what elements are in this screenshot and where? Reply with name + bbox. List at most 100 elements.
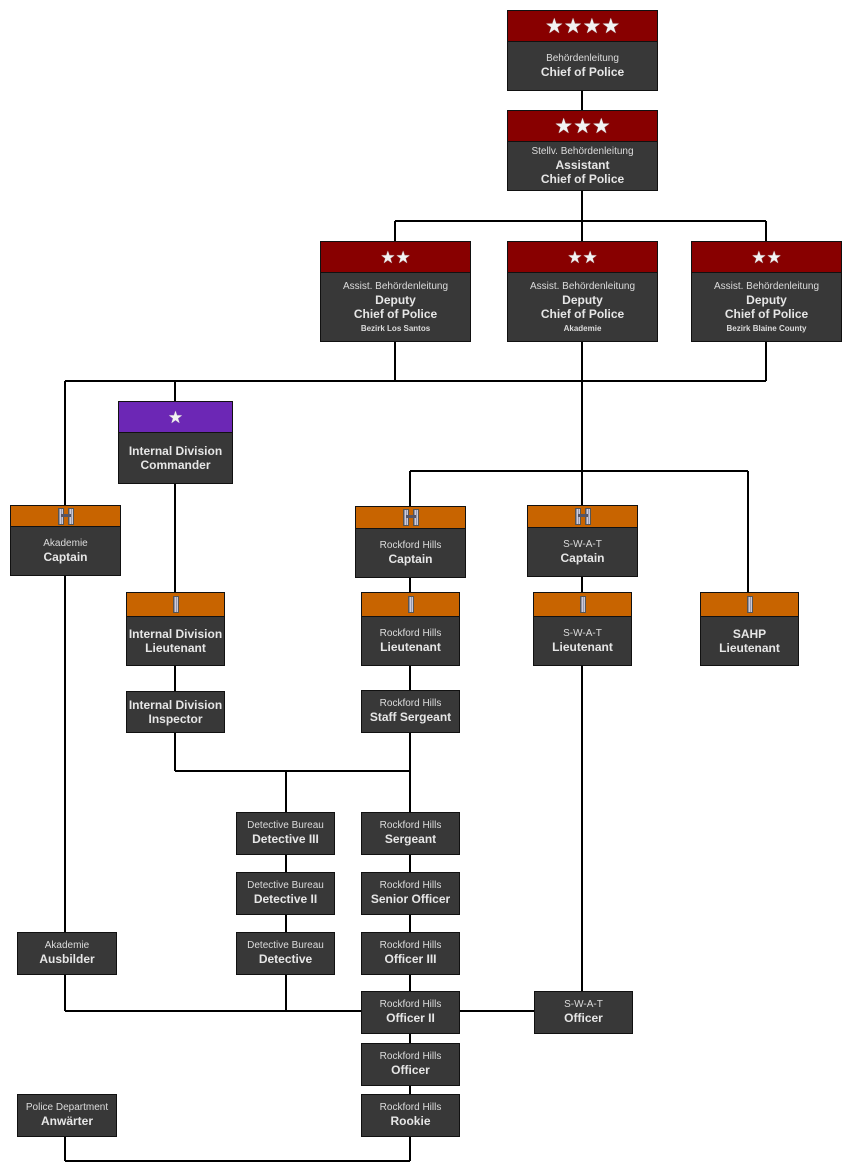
insignia-header bbox=[534, 593, 631, 617]
unit-label: Akademie bbox=[43, 537, 88, 549]
rank-title: Officer II bbox=[386, 1011, 435, 1026]
district-note: Bezirk Blaine County bbox=[726, 323, 807, 333]
star-icon: ★ bbox=[380, 247, 396, 267]
star-icon: ★ bbox=[167, 407, 184, 427]
captain-bars-icon bbox=[574, 508, 591, 525]
rank-title: Detective II bbox=[253, 892, 318, 907]
rank-title: Chief of Police bbox=[540, 307, 625, 322]
rank-title: Rookie bbox=[390, 1114, 431, 1129]
rank-title: Captain bbox=[388, 551, 433, 566]
district-note: Bezirk Los Santos bbox=[360, 323, 431, 333]
rank-title: Officer bbox=[564, 1011, 603, 1026]
lieutenant-bar-icon bbox=[172, 596, 179, 613]
insignia-header: ★ bbox=[119, 402, 232, 433]
captain-bars-icon bbox=[402, 509, 419, 526]
unit-label: Rockford Hills bbox=[379, 627, 442, 639]
unit-label: Rockford Hills bbox=[379, 940, 442, 952]
unit-label: Detective Bureau bbox=[247, 820, 324, 832]
unit-label: Behördenleitung bbox=[546, 52, 619, 64]
rank-title: Internal Division bbox=[128, 443, 223, 458]
star-icon: ★ bbox=[582, 247, 598, 267]
rank-title: Ausbilder bbox=[39, 952, 95, 967]
unit-label: Rockford Hills bbox=[379, 880, 442, 892]
insignia-header bbox=[11, 506, 120, 527]
rank-title: Senior Officer bbox=[370, 892, 451, 907]
insignia-header: ★★ bbox=[692, 242, 841, 273]
unit-label: Rockford Hills bbox=[379, 698, 442, 710]
star-icon: ★ bbox=[582, 14, 602, 38]
insignia-header bbox=[701, 593, 798, 617]
unit-label: Assist. Behördenleitung bbox=[342, 280, 449, 292]
insignia-header: ★★ bbox=[321, 242, 470, 273]
insignia-header: ★★ bbox=[508, 242, 657, 273]
rank-title: Internal Division bbox=[128, 626, 223, 641]
star-icon: ★ bbox=[563, 14, 583, 38]
star-icon: ★ bbox=[751, 247, 767, 267]
insignia-header bbox=[528, 506, 637, 528]
rank-title: Assistant bbox=[555, 157, 610, 172]
lieutenant-bar-icon bbox=[746, 596, 753, 613]
lieutenant-bar-icon bbox=[579, 596, 586, 613]
unit-label: S-W-A-T bbox=[564, 999, 603, 1011]
rank-title: Detective III bbox=[252, 832, 319, 847]
rank-title: Inspector bbox=[148, 712, 203, 726]
rank-title: Deputy bbox=[746, 292, 787, 307]
captain-bars-icon bbox=[57, 507, 74, 525]
rank-title: Captain bbox=[560, 550, 605, 565]
unit-label: Akademie bbox=[44, 940, 90, 952]
unit-label: S-W-A-T bbox=[563, 627, 602, 639]
rank-title: Chief of Police bbox=[724, 307, 809, 322]
unit-label: Stellv. Behördenleitung bbox=[531, 145, 634, 157]
rank-title: Captain bbox=[43, 549, 88, 564]
rank-title: Deputy bbox=[562, 292, 603, 307]
star-icon: ★ bbox=[573, 114, 592, 138]
insignia-header bbox=[356, 507, 465, 529]
unit-label: Detective Bureau bbox=[247, 940, 324, 952]
rank-title: Anwärter bbox=[40, 1114, 93, 1129]
rank-title: Chief of Police bbox=[540, 172, 625, 186]
unit-label: Rockford Hills bbox=[379, 820, 442, 832]
rank-title: Chief of Police bbox=[540, 64, 625, 79]
rank-title: Staff Sergeant bbox=[369, 710, 452, 725]
unit-label: Assist. Behördenleitung bbox=[713, 280, 820, 292]
rank-title: Detective bbox=[258, 952, 313, 967]
unit-label: Rockford Hills bbox=[379, 1051, 442, 1063]
star-icon: ★ bbox=[591, 114, 611, 138]
